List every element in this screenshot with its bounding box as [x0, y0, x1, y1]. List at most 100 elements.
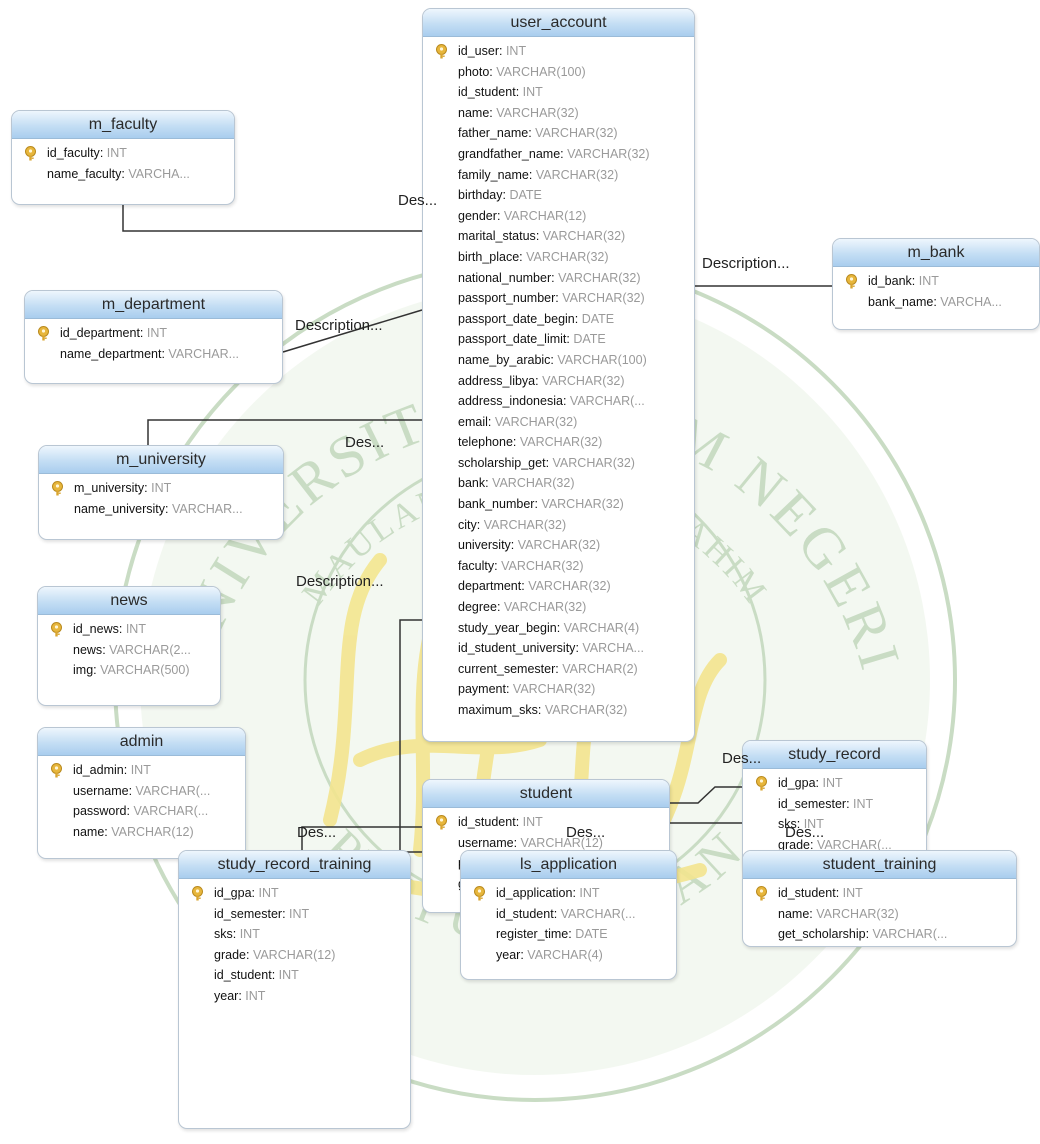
- field-name: university: [458, 538, 511, 553]
- field-name: id_faculty: [47, 146, 100, 160]
- field-name: img: [73, 663, 94, 678]
- field-name: sks: [214, 927, 233, 942]
- field-separator: :: [534, 497, 542, 512]
- table-field: telephone: VARCHAR(32): [423, 432, 694, 453]
- table-field: password: VARCHAR(...: [38, 801, 245, 822]
- table-field: bank: VARCHAR(32): [423, 473, 694, 494]
- table-field: id_semester: INT: [179, 904, 410, 925]
- field-type: INT: [505, 44, 527, 58]
- field-name: id_gpa: [778, 776, 816, 790]
- table-field: address_indonesia: VARCHAR(...: [423, 391, 694, 412]
- table-field: scholarship_get: VARCHAR(32): [423, 453, 694, 474]
- table-title: ls_application: [461, 851, 676, 879]
- field-type: INT: [822, 776, 843, 790]
- table-field: address_libya: VARCHAR(32): [423, 371, 694, 392]
- field-separator: :: [476, 517, 484, 532]
- field-type: VARCHAR(32): [542, 373, 625, 388]
- primary-key-icon: [49, 622, 64, 637]
- table-field: username: VARCHAR(...: [38, 781, 245, 802]
- field-name: photo: [458, 64, 490, 79]
- field-name: bank: [458, 476, 486, 491]
- field-name: current_semester: [458, 661, 556, 676]
- field-type: VARCHAR(100): [557, 352, 647, 367]
- relation-label-student: Description...: [296, 573, 384, 590]
- field-separator: :: [93, 663, 101, 678]
- table-field: department: VARCHAR(32): [423, 576, 694, 597]
- field-type: VARCHAR(...: [872, 927, 948, 942]
- field-separator: :: [809, 906, 817, 921]
- field-type: VARCHAR(32): [517, 538, 601, 553]
- field-name: id_gpa: [214, 886, 252, 900]
- field-type: VARCHAR(32): [816, 906, 899, 921]
- field-separator: :: [505, 682, 513, 697]
- field-name: scholarship_get: [458, 455, 546, 470]
- table-field: passport_number: VARCHAR(32): [423, 288, 694, 309]
- field-type: VARCHAR(32): [512, 682, 596, 697]
- field-separator: :: [519, 249, 527, 264]
- student-relation-line: [399, 619, 422, 853]
- table-title: m_department: [25, 291, 282, 319]
- field-separator: :: [128, 783, 136, 798]
- table-field: grade: VARCHAR(12): [179, 945, 410, 966]
- field-separator: :: [575, 641, 583, 656]
- primary-key-icon: [50, 481, 65, 496]
- table-field: photo: VARCHAR(100): [423, 62, 694, 83]
- field-name: username: [73, 783, 129, 798]
- field-separator: :: [489, 105, 497, 120]
- table-field: university: VARCHAR(32): [423, 535, 694, 556]
- field-name: passport_date_limit: [458, 332, 567, 347]
- field-separator: :: [126, 804, 134, 819]
- field-type: VARCHAR(2...: [109, 642, 191, 657]
- table-field: city: VARCHAR(32): [423, 515, 694, 536]
- field-separator: :: [510, 538, 518, 553]
- table-field: family_name: VARCHAR(32): [423, 165, 694, 186]
- field-type: VARCHAR...: [171, 501, 243, 516]
- field-name: address_libya: [458, 373, 536, 388]
- field-separator: :: [282, 906, 290, 921]
- table-field: sks: INT: [179, 924, 410, 945]
- field-type: VARCHAR(32): [519, 435, 603, 450]
- table-field: faculty: VARCHAR(32): [423, 556, 694, 577]
- field-name: payment: [458, 682, 506, 697]
- field-separator: :: [118, 622, 126, 636]
- table-field: grade: VARCHAR(...: [743, 835, 926, 856]
- table-title: user_account: [423, 9, 694, 37]
- field-type: VARCHA...: [940, 294, 1002, 309]
- field-name: email: [458, 414, 488, 429]
- table-field: maximum_sks: VARCHAR(32): [423, 700, 694, 721]
- field-name: id_student: [496, 906, 554, 921]
- field-type: VARCHAR(32): [542, 229, 626, 244]
- field-separator: :: [566, 332, 574, 347]
- table-field: year: INT: [179, 986, 410, 1007]
- field-name: password: [73, 804, 127, 819]
- field-name: id_user: [458, 44, 499, 58]
- primary-key-icon: [434, 815, 449, 830]
- field-name: telephone: [458, 435, 513, 450]
- field-name: id_semester: [778, 796, 847, 811]
- field-name: register_time: [496, 927, 569, 942]
- field-separator: :: [809, 837, 817, 852]
- table-field: name: VARCHAR(32): [423, 103, 694, 124]
- field-type: VARCHAR(32): [567, 146, 650, 161]
- table-title: student_training: [743, 851, 1016, 879]
- field-type: VARCHAR(32): [562, 291, 645, 306]
- primary-key-icon: [754, 886, 769, 901]
- field-name: family_name: [458, 167, 529, 182]
- table-field: news: VARCHAR(2...: [38, 640, 220, 661]
- table-field: id_student: VARCHAR(...: [461, 904, 676, 925]
- field-name: id_student: [458, 85, 516, 100]
- table-field: payment: VARCHAR(32): [423, 679, 694, 700]
- primary-key-icon: [36, 326, 51, 341]
- primary-key-field: id_user: INT: [423, 41, 694, 62]
